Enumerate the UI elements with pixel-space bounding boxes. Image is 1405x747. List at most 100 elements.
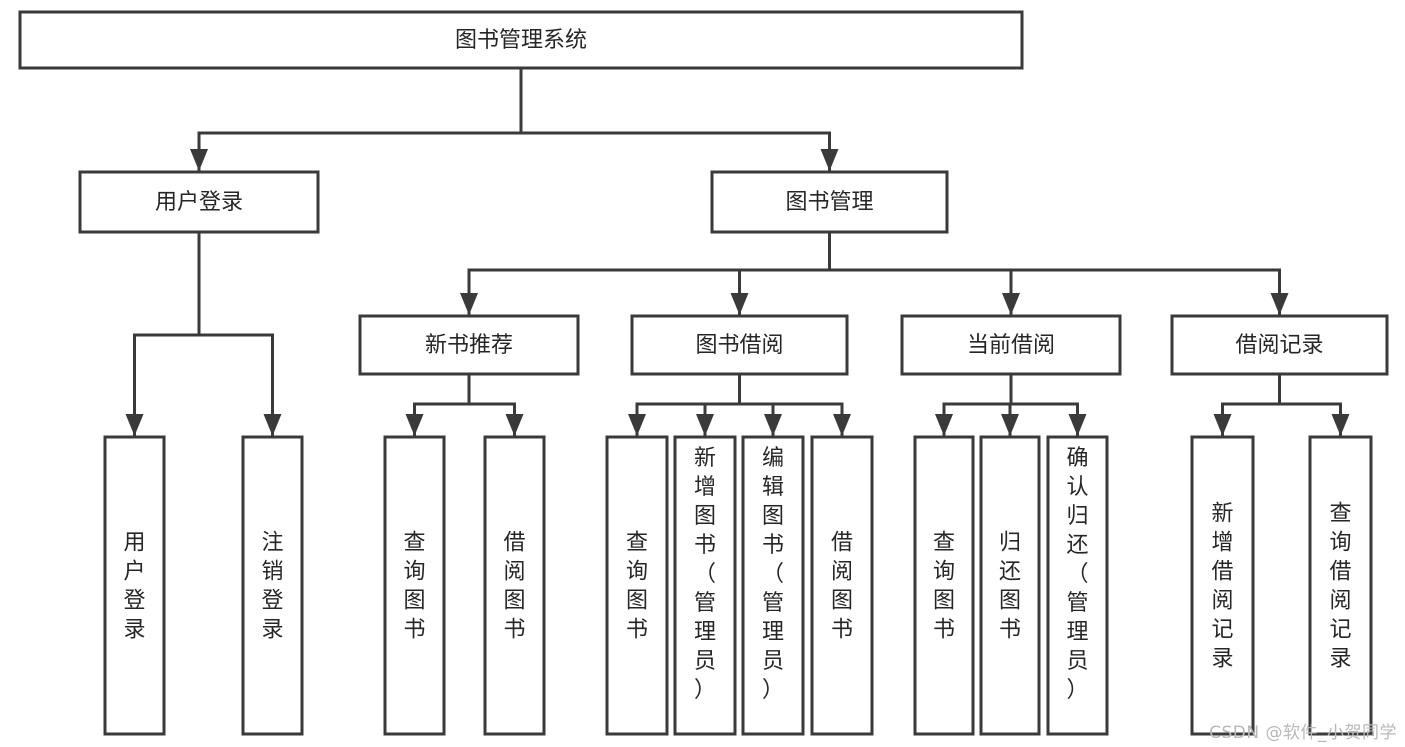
leaf-leaf-edit-book-char: 辑 <box>762 475 784 500</box>
leaf-leaf-edit-book-char: 理 <box>762 620 784 645</box>
leaf-leaf-confirm-return-char: 认 <box>1066 475 1088 500</box>
arrow-head-icon <box>263 414 282 436</box>
leaf-leaf-confirm-return-char: 理 <box>1066 620 1088 645</box>
leaf-leaf-query-book-2-char: 查 <box>626 531 648 556</box>
node-borrow-record[interactable]: 借阅记录 <box>1170 314 1389 376</box>
leaf-leaf-query-book-2-rect[interactable] <box>605 435 669 736</box>
leaf-leaf-add-book-char: 书 <box>694 533 716 558</box>
node-root-label: 图书管理系统 <box>455 28 587 53</box>
leaf-leaf-borrow-book-2-char: 阅 <box>831 560 853 585</box>
leaf-leaf-query-book-1-char: 书 <box>403 618 425 643</box>
leaf-leaf-add-book-char: 理 <box>694 620 716 645</box>
connectors-layer <box>125 66 1350 437</box>
leaf-leaf-user-login-rect[interactable] <box>103 435 166 736</box>
leaf-leaf-query-book-1-char: 图 <box>403 589 425 614</box>
leaf-leaf-confirm-return-rect[interactable] <box>1046 435 1109 736</box>
node-book-borrow-rect[interactable] <box>630 314 849 376</box>
leaf-leaf-add-book-char: ） <box>694 678 716 703</box>
leaf-leaf-query-book-3-char: 查 <box>933 531 955 556</box>
leaf-leaf-return-book-rect[interactable] <box>979 435 1041 736</box>
leaf-leaf-query-record-char: 查 <box>1329 502 1351 527</box>
leaf-leaf-edit-book-rect[interactable] <box>741 435 805 736</box>
node-borrow-record-rect[interactable] <box>1170 314 1389 376</box>
node-book-borrow[interactable]: 图书借阅 <box>630 314 849 376</box>
arrow-head-icon <box>1068 414 1087 436</box>
leaf-leaf-query-book-2-char: 图 <box>626 589 648 614</box>
leaf-leaf-user-login-char: 用 <box>123 531 145 556</box>
arrow-head-icon <box>696 414 714 436</box>
leaf-leaf-add-book-char: 图 <box>694 504 716 529</box>
leaf-leaf-edit-book-char: 管 <box>762 591 784 616</box>
leaf-leaf-query-record-char: 阅 <box>1329 589 1351 614</box>
leaf-leaf-confirm-return-char: 还 <box>1066 533 1088 558</box>
leaf-leaf-edit-book-char: （ <box>762 562 784 587</box>
arrow-head-icon <box>1331 414 1350 436</box>
leaf-leaf-add-book-char: 新 <box>694 446 716 471</box>
node-user-login-label: 用户登录 <box>155 190 243 215</box>
leaf-leaf-user-logout-rect[interactable] <box>241 435 304 736</box>
leaf-leaf-return-book-char: 还 <box>999 560 1021 585</box>
leaf-leaf-return-book-char: 书 <box>999 618 1021 643</box>
node-current-borrow[interactable]: 当前借阅 <box>900 314 1122 376</box>
node-current-borrow-rect[interactable] <box>900 314 1122 376</box>
leaf-leaf-edit-book-char: 书 <box>762 533 784 558</box>
leaf-leaf-query-record-char: 借 <box>1329 560 1351 585</box>
leaf-leaf-user-logout-char: 登 <box>261 589 283 614</box>
leaf-leaf-return-book-char: 图 <box>999 589 1021 614</box>
arrow-head-icon <box>505 414 524 436</box>
leaf-leaf-user-logout-char: 录 <box>261 618 283 643</box>
arrow-head-icon <box>125 414 144 436</box>
leaf-leaf-borrow-book-1-char: 图 <box>503 589 525 614</box>
leaf-leaf-query-book-3-char: 询 <box>933 560 955 585</box>
node-borrow-record-label: 借阅记录 <box>1235 333 1323 358</box>
leaf-leaf-query-book-1-rect[interactable] <box>383 435 446 736</box>
arrow-head-icon <box>1001 414 1019 436</box>
leaf-leaf-add-record-char: 阅 <box>1211 589 1233 614</box>
node-root-rect[interactable] <box>18 10 1024 70</box>
leaf-leaf-add-book-rect[interactable] <box>673 435 737 736</box>
leaf-leaf-borrow-book-2-rect[interactable] <box>810 435 874 736</box>
arrow-head-icon <box>190 149 208 171</box>
arrow-head-icon <box>1213 414 1232 436</box>
boxes-layer: 图书管理系统用户登录图书管理新书推荐图书借阅当前借阅借阅记录用户登录注销登录查询… <box>18 10 1389 736</box>
leaf-leaf-add-record-rect[interactable] <box>1190 435 1255 736</box>
leaf-leaf-borrow-book-1-rect[interactable] <box>483 435 546 736</box>
leaf-leaf-query-book-3-rect[interactable] <box>913 435 975 736</box>
leaf-leaf-add-book-char: 增 <box>694 475 716 500</box>
leaf-leaf-user-login[interactable]: 用户登录 <box>103 435 166 736</box>
leaf-leaf-confirm-return-char: （ <box>1066 562 1088 587</box>
node-root[interactable]: 图书管理系统 <box>18 10 1024 70</box>
leaf-leaf-borrow-book-1-char: 书 <box>503 618 525 643</box>
leaf-leaf-borrow-book-2-char: 图 <box>831 589 853 614</box>
leaf-leaf-add-record-char: 借 <box>1211 560 1233 585</box>
leaf-leaf-query-book-2-char: 询 <box>626 560 648 585</box>
leaf-leaf-query-book-3-char: 书 <box>933 618 955 643</box>
node-book-manage-rect[interactable] <box>710 170 949 234</box>
node-book-manage[interactable]: 图书管理 <box>710 170 949 234</box>
leaf-leaf-user-login-char: 户 <box>123 560 145 585</box>
leaf-leaf-edit-book-char: 编 <box>762 446 784 471</box>
node-user-login[interactable]: 用户登录 <box>78 170 320 234</box>
arrow-head-icon <box>764 414 782 436</box>
node-user-login-rect[interactable] <box>78 170 320 234</box>
node-new-book-recommend[interactable]: 新书推荐 <box>358 314 580 376</box>
leaf-leaf-confirm-return-char: 归 <box>1066 504 1088 529</box>
leaf-leaf-edit-book-char: 员 <box>762 649 784 674</box>
leaf-leaf-add-record-char: 记 <box>1211 618 1233 643</box>
leaf-leaf-query-record-rect[interactable] <box>1308 435 1373 736</box>
node-new-book-recommend-rect[interactable] <box>358 314 580 376</box>
arrow-head-icon <box>405 414 424 436</box>
